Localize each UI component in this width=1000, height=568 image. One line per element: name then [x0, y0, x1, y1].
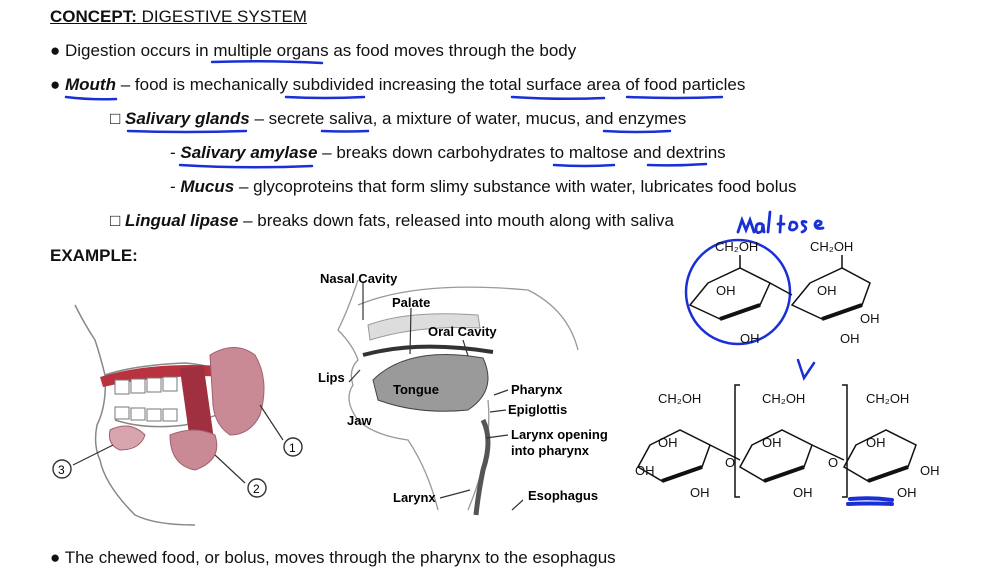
bullet-lingual-lipase: □ Lingual lipase – breaks down fats, rel…: [110, 211, 674, 230]
bullet-salivary-amylase: - Salivary amylase – breaks down carbohy…: [170, 143, 726, 162]
lingual-lipase-head: Lingual lipase: [125, 211, 239, 230]
salivary-amylase-text: – breaks down carbohydrates to maltose a…: [317, 143, 726, 162]
cutoff-text: The chewed food, or bolus, moves through…: [64, 548, 616, 567]
underline-surface-area: [510, 95, 606, 101]
palate-line: [362, 344, 494, 357]
tongue-shape: [372, 354, 489, 412]
lingual-lipase-text: – breaks down fats, released into mouth …: [238, 211, 674, 230]
parotid-duct: [179, 365, 215, 448]
nasal-outline: [357, 286, 579, 351]
mucus-head: Mucus: [180, 177, 235, 196]
bullet-mouth-head: Mouth: [65, 75, 116, 94]
oh-11: OH: [690, 485, 710, 500]
concept-label: CONCEPT:: [50, 7, 137, 26]
ch2oh-4: CH₂OH: [762, 391, 805, 406]
label-into-pharynx: into pharynx: [511, 443, 590, 458]
underline-saliva: [320, 129, 370, 133]
oh-10: OH: [920, 463, 940, 478]
handwritten-maltose: [736, 210, 825, 234]
label-jaw: Jaw: [347, 413, 372, 428]
ink-mark: [846, 496, 894, 506]
underline-enzymes: [602, 129, 672, 134]
oh-8: OH: [866, 435, 886, 450]
oh-12: OH: [793, 485, 813, 500]
face-profile: [74, 304, 196, 526]
label-larynx-opening: Larynx opening: [511, 427, 608, 442]
underline-salivary-amylase: [178, 163, 314, 169]
ch2oh-3: CH₂OH: [658, 391, 701, 406]
submandibular-gland: [169, 429, 218, 471]
bracket-left: [734, 384, 740, 498]
bullet-digestion: ● Digestion occurs in multiple organs as…: [50, 41, 577, 60]
label-nasal-cavity: Nasal Cavity: [320, 271, 398, 286]
salivary-glands-head: Salivary glands: [125, 109, 250, 128]
oh-2: OH: [817, 283, 837, 298]
oh-6: OH: [658, 435, 678, 450]
o-link-1: O: [725, 455, 735, 470]
underline-dextrins: [646, 162, 708, 167]
underline-food-particles: [625, 95, 724, 100]
label-tongue: Tongue: [393, 382, 439, 397]
carbohydrate-structures: CH₂OH CH₂OH OH OH OH OH OH CH₂OH CH₂OH C…: [635, 239, 940, 500]
label-2: 2: [253, 482, 260, 496]
larynx-shape: [473, 418, 491, 516]
ch2oh-5: CH₂OH: [866, 391, 909, 406]
oh-9: OH: [635, 463, 655, 478]
concept-title: CONCEPT: DIGESTIVE SYSTEM: [50, 7, 307, 27]
oh-4: OH: [840, 331, 860, 346]
parotid-gland: [209, 347, 265, 436]
label-larynx: Larynx: [393, 490, 436, 505]
nasal-cavity-shape: [367, 313, 481, 341]
concept-name: DIGESTIVE SYSTEM: [141, 7, 307, 26]
underline-maltose: [552, 163, 616, 168]
bullet-mouth-text: – food is mechanically subdivided increa…: [115, 75, 746, 94]
face-outline: [337, 279, 439, 511]
bullet-salivary-glands: □ Salivary glands – secrete saliva, a mi…: [110, 109, 687, 128]
sublingual-gland: [109, 425, 146, 451]
bracket-right: [842, 384, 848, 498]
oh-3: OH: [860, 311, 880, 326]
example-label: EXAMPLE:: [50, 246, 138, 265]
label-oral-cavity: Oral Cavity: [428, 324, 497, 339]
underline-subdivided: [284, 95, 366, 100]
ch2oh-2: CH₂OH: [810, 239, 853, 254]
cutoff-bullet: ● The chewed food, or bolus, moves throu…: [50, 548, 616, 567]
label-1: 1: [289, 441, 296, 455]
oh-7: OH: [762, 435, 782, 450]
bullet-mouth: ● Mouth – food is mechanically subdivide…: [50, 75, 746, 94]
underline-multiple-organs: [210, 59, 324, 65]
head-cross-section-figure: Nasal Cavity Palate Oral Cavity Lips Ton…: [318, 271, 608, 516]
salivary-glands-text: – secrete saliva, a mixture of water, mu…: [249, 109, 687, 128]
mucus-text: – glycoproteins that form slimy substanc…: [234, 177, 797, 196]
oh-13: OH: [897, 485, 917, 500]
label-3: 3: [58, 463, 65, 477]
o-link-2: O: [828, 455, 838, 470]
bullet-mucus: - Mucus – glycoproteins that form slimy …: [170, 177, 797, 196]
underline-salivary-glands: [126, 129, 248, 134]
salivary-gland-figure: 1 2 3: [52, 304, 303, 526]
underline-mouth: [64, 95, 118, 101]
circle-glucose: [684, 238, 792, 346]
oh-1: OH: [716, 283, 736, 298]
ch2oh-1: CH₂OH: [715, 239, 758, 254]
label-epiglottis: Epiglottis: [508, 402, 567, 417]
label-palate: Palate: [392, 295, 430, 310]
bullet-digestion-text: Digestion occurs in multiple organs as f…: [65, 41, 577, 60]
oh-5: OH: [740, 331, 760, 346]
salivary-amylase-head: Salivary amylase: [180, 143, 318, 162]
label-esophagus: Esophagus: [528, 488, 598, 503]
label-lips: Lips: [318, 370, 345, 385]
label-pharynx: Pharynx: [511, 382, 563, 397]
arrow-down: [796, 358, 816, 381]
